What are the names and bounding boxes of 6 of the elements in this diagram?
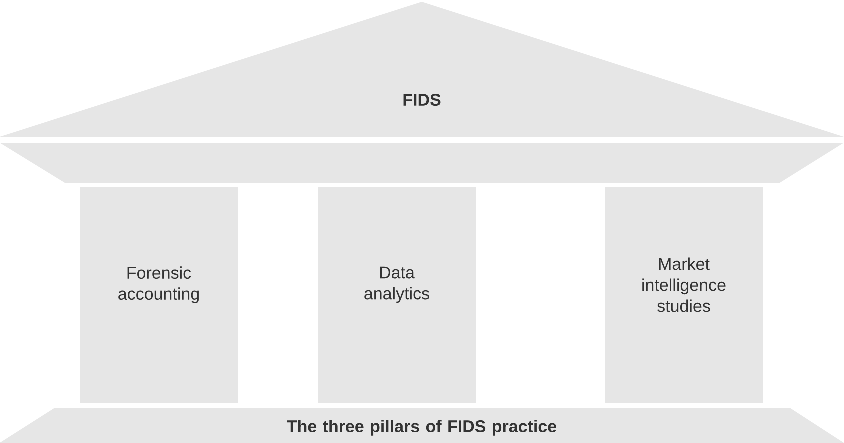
roof-triangle: FIDS (0, 2, 844, 137)
pillar-box: Forensic accounting (80, 186, 238, 403)
beam-band (0, 143, 844, 183)
pillar-box: Data analytics (318, 186, 476, 403)
pillar-box: Market intelligence studies (605, 186, 763, 403)
base-band: The three pillars of FIDS practice (0, 408, 844, 443)
